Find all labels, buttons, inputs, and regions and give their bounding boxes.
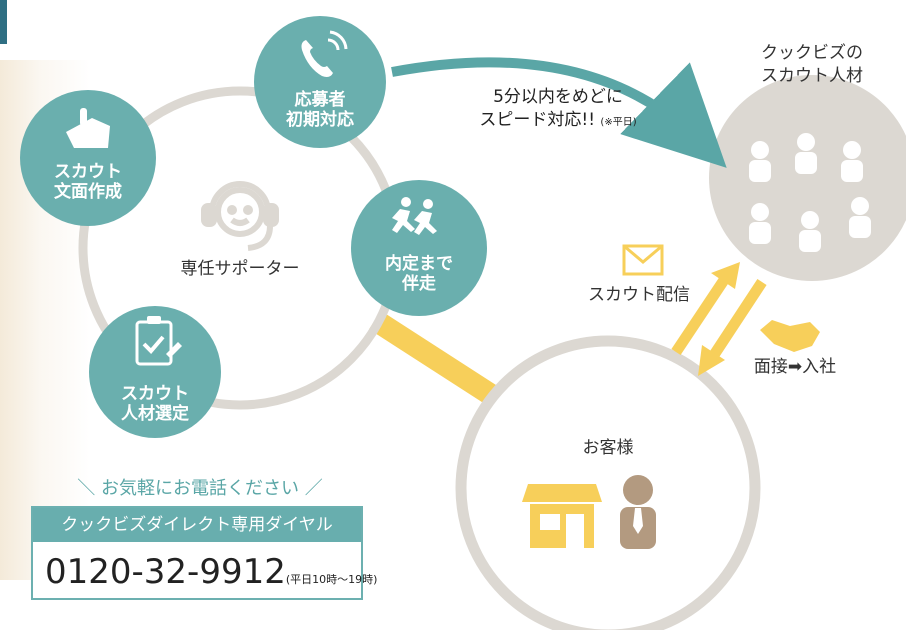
handshake-hand-icon: [66, 108, 110, 148]
node-scout-writing-label: スカウト 文面作成: [54, 162, 122, 202]
phone-icon: [301, 30, 348, 77]
handshake-icon: [760, 320, 820, 352]
supporter-label: 専任サポーター: [180, 259, 300, 279]
interview-join-arrow: [698, 278, 767, 376]
scout-delivery-label: スカウト配信: [588, 285, 690, 305]
customer-ring: [455, 335, 761, 630]
phone-number-text: 0120-32-9912: [45, 552, 286, 592]
dial-box-title: クックビズダイレクト専用ダイヤル: [33, 508, 361, 542]
node-applicant-response: [254, 16, 386, 148]
customer-label: お客様: [582, 438, 634, 458]
scout-delivery-arrow: [671, 262, 740, 356]
interview-join-label: 面接➡入社: [753, 357, 837, 377]
person-tie-icon: [620, 475, 656, 549]
node-talent-selection-label: スカウト 人材選定: [121, 384, 189, 424]
talent-pool-title: クックビズの スカウト人材: [761, 43, 863, 86]
node-applicant-response-label: 応募者 初期対応: [286, 90, 354, 130]
dial-box: クックビズダイレクト専用ダイヤル 0120-32-9912(平日10時〜19時): [31, 506, 377, 600]
cta-title: ＼ お気軽にお電話ください ／: [77, 478, 323, 499]
corner-accent-bar: [0, 0, 7, 44]
store-icon: [522, 484, 602, 548]
node-talent-selection: [89, 306, 221, 438]
speed-response-arrow: [391, 57, 727, 168]
envelope-icon: [622, 244, 664, 276]
node-scout-writing: [20, 90, 156, 226]
node-until-offer-label: 内定まで 伴走: [385, 254, 453, 294]
headset-person-icon: [201, 181, 279, 251]
phone-hours: (平日10時〜19時): [285, 573, 378, 586]
talent-people-icons: [749, 133, 871, 252]
speed-response-text: 5分以内をめどに スピード対応!! (※平日): [479, 87, 637, 130]
node-until-offer: [351, 180, 487, 316]
clipboard-check-icon: [135, 316, 182, 366]
running-people-icon: [392, 197, 437, 235]
phone-number[interactable]: 0120-32-9912(平日10時〜19時): [45, 552, 377, 592]
